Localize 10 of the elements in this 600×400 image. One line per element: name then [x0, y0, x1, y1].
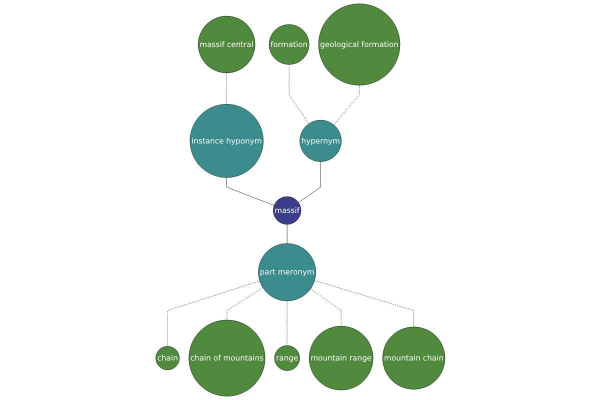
connector: [226, 177, 274, 206]
connector: [286, 300, 287, 346]
connector: [314, 280, 414, 328]
connector: [226, 287, 263, 320]
connector: [298, 161, 320, 203]
connector: [286, 224, 287, 244]
connector: [310, 288, 341, 326]
connector: [166, 280, 260, 347]
connector: [288, 64, 309, 124]
connector: [333, 84, 360, 126]
